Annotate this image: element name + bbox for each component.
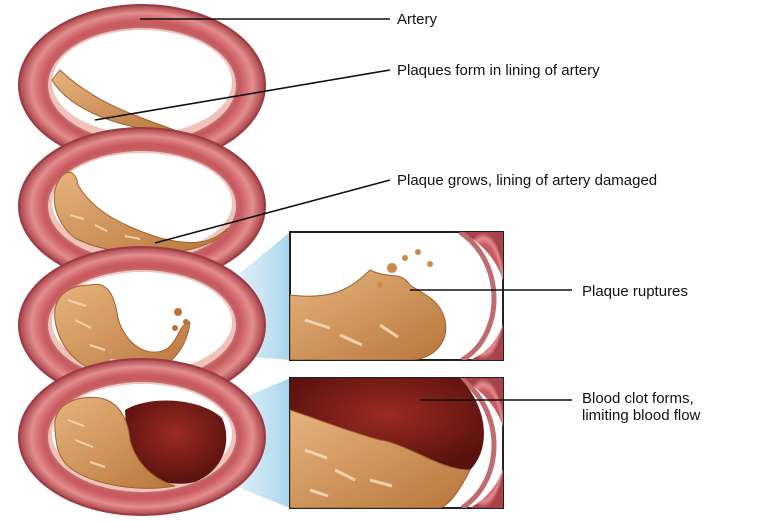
label-artery: Artery (397, 11, 437, 28)
inset-plaque-rupture (290, 232, 506, 360)
inset-blood-clot (290, 378, 506, 508)
label-blood-clot: Blood clot forms, limiting blood flow (582, 390, 700, 424)
label-plaque-grows: Plaque grows, lining of artery damaged (397, 172, 657, 189)
artery-stage-4 (19, 359, 265, 515)
label-plaques-form: Plaques form in lining of artery (397, 62, 600, 79)
label-plaque-ruptures: Plaque ruptures (582, 283, 688, 300)
